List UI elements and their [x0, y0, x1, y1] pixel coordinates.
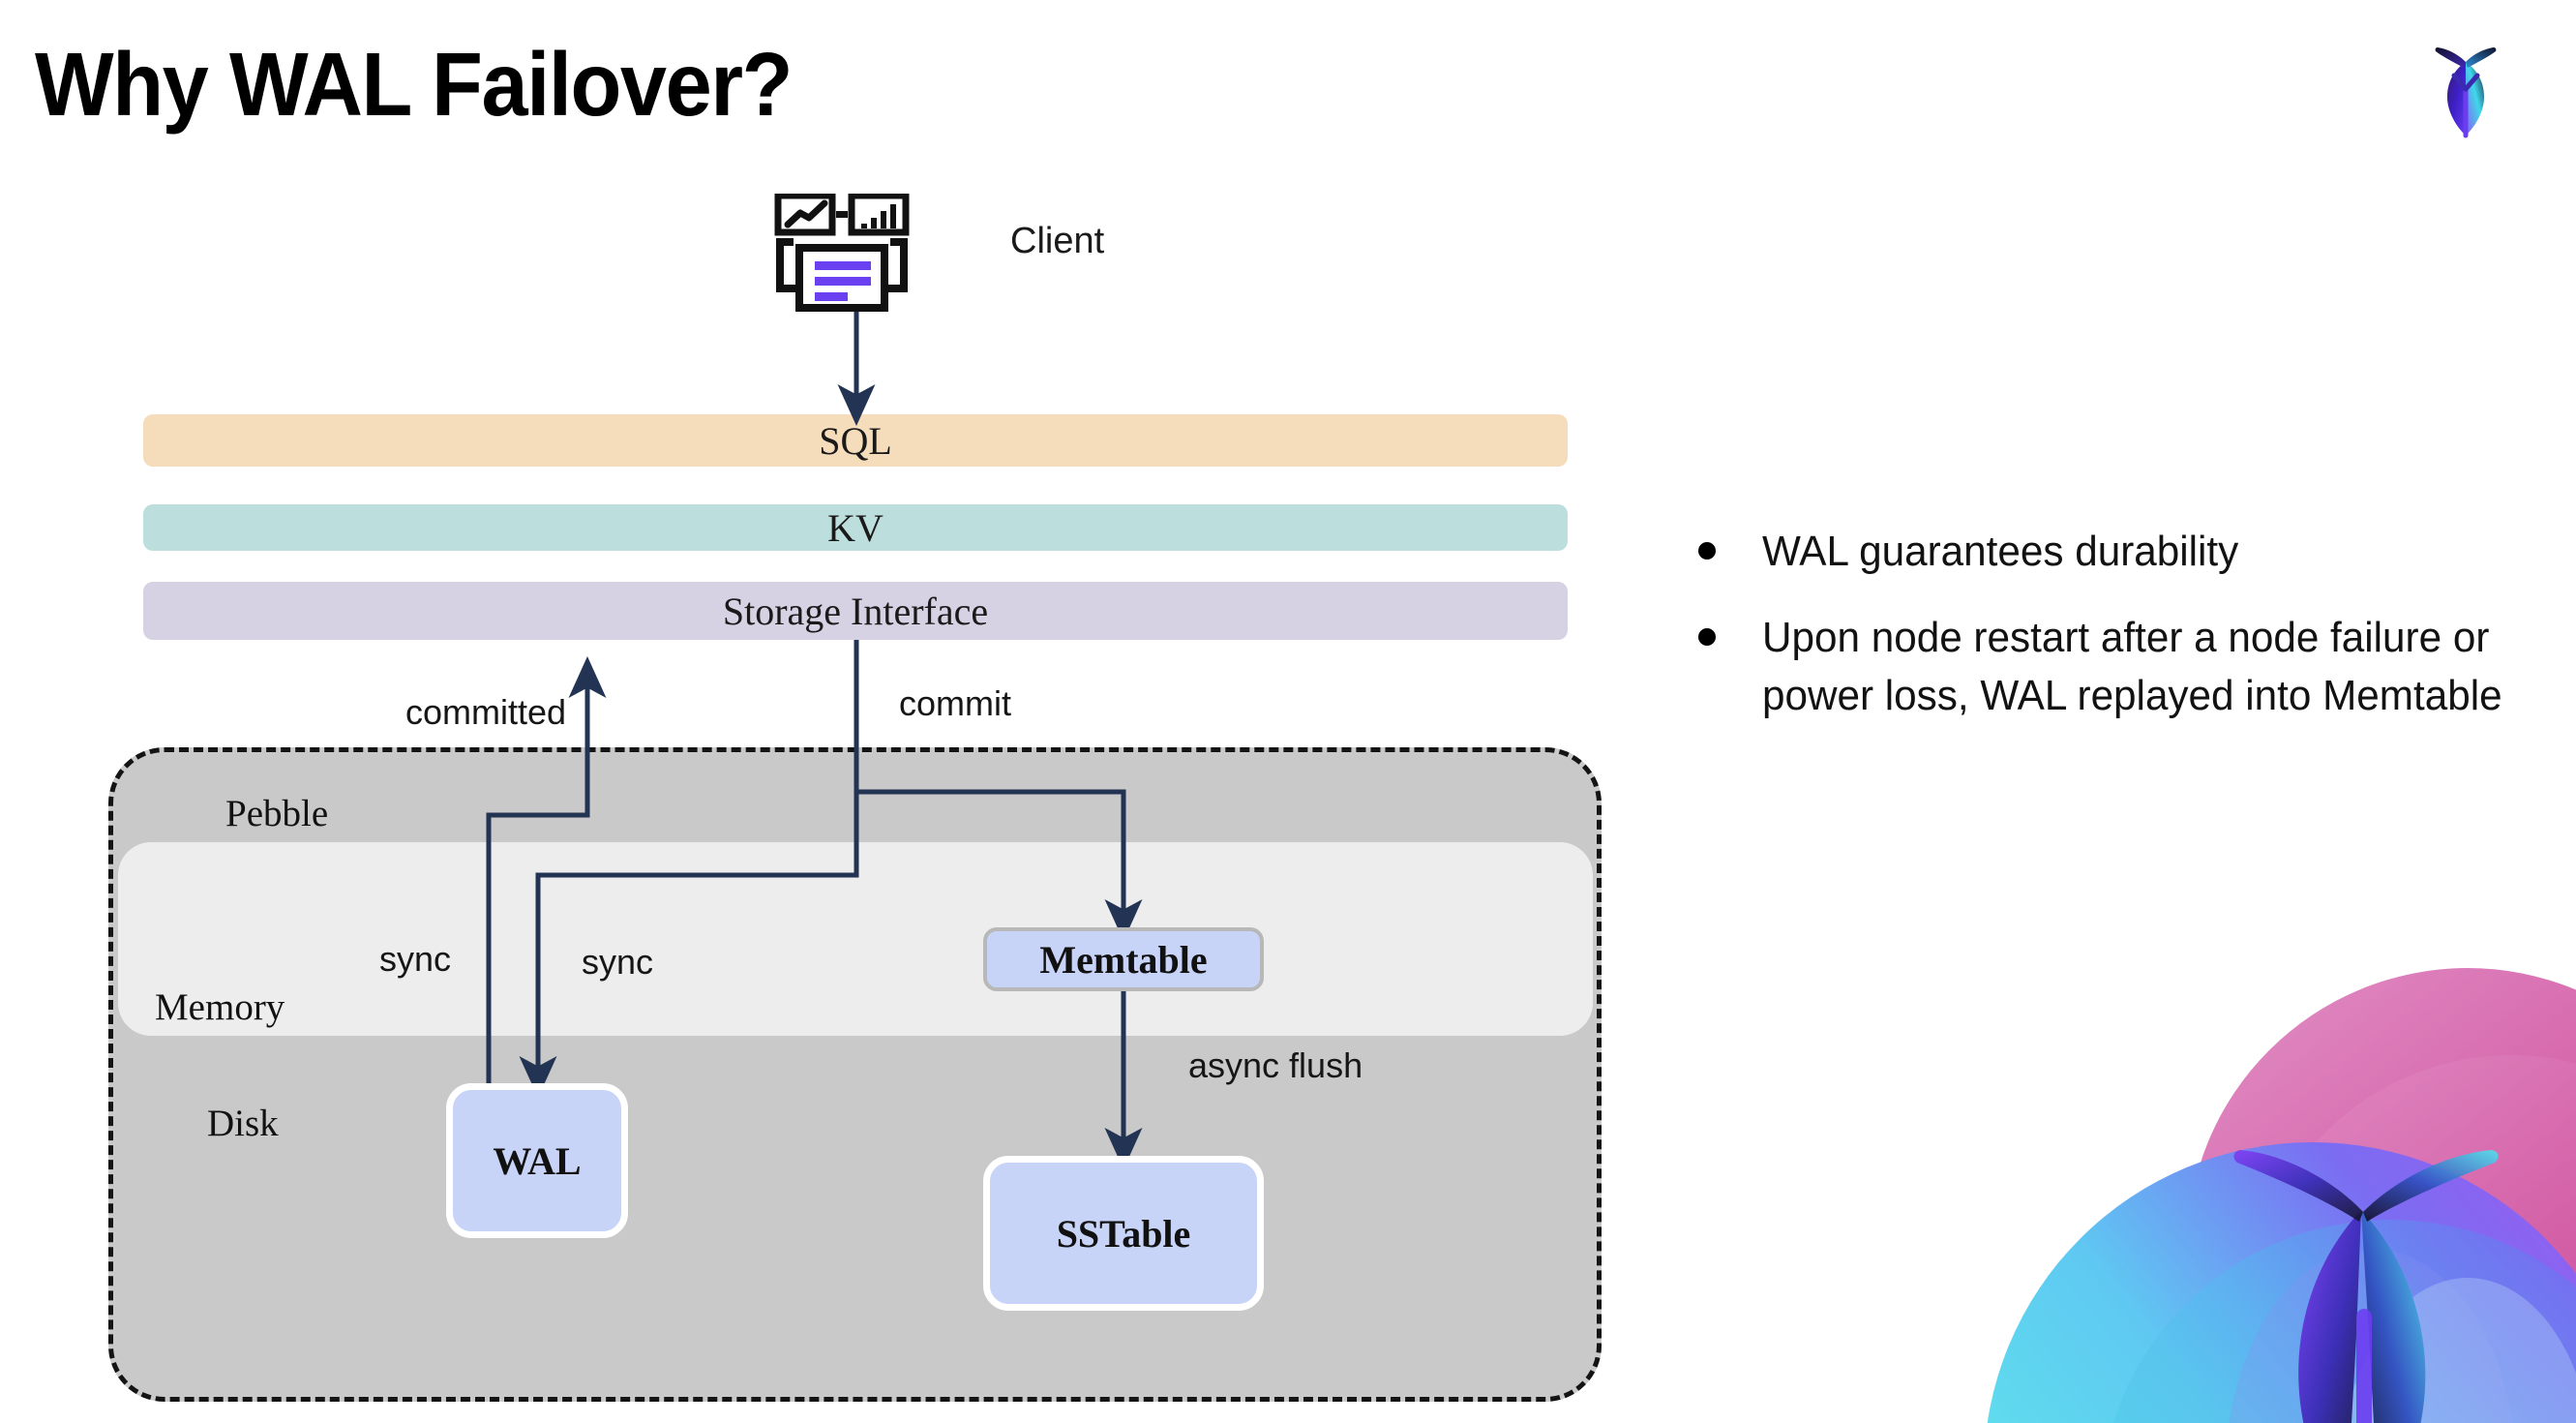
node-label-memtable: Memtable — [1039, 937, 1208, 982]
list-item: WAL guarantees durability — [1698, 523, 2550, 582]
node-label-sstable: SSTable — [1056, 1211, 1191, 1256]
bullet-text: Upon node restart after a node failure o… — [1762, 613, 2502, 720]
edge-label-async-flush: async flush — [1188, 1045, 1363, 1085]
edge-label-commit: commit — [899, 683, 1011, 723]
node-wal: WAL — [446, 1083, 628, 1238]
client-label: Client — [1010, 221, 1105, 261]
layer-bar-kv: KV — [143, 504, 1568, 551]
page-title: Why WAL Failover? — [35, 34, 793, 135]
node-memtable: Memtable — [983, 927, 1264, 991]
decorative-circles — [1964, 929, 2576, 1423]
bullet-dot-icon — [1698, 542, 1716, 560]
disk-label: Disk — [207, 1103, 279, 1144]
list-item: Upon node restart after a node failure o… — [1698, 609, 2550, 726]
layer-label-sql: SQL — [819, 418, 892, 463]
edge-label-committed: committed — [405, 692, 567, 732]
edge-label-sync-right: sync — [582, 942, 654, 982]
layer-label-kv: KV — [827, 505, 884, 550]
bullet-list: WAL guarantees durability Upon node rest… — [1698, 523, 2550, 753]
memory-region — [118, 842, 1593, 1036]
bullet-text: WAL guarantees durability — [1762, 528, 2239, 575]
cockroachdb-logo-icon — [2411, 31, 2520, 139]
client-dashboard-icon — [774, 192, 929, 319]
pebble-label: Pebble — [225, 793, 329, 834]
bullet-dot-icon — [1698, 627, 1716, 646]
layer-label-storage-interface: Storage Interface — [722, 589, 989, 633]
layer-bar-sql: SQL — [143, 414, 1568, 467]
layer-bar-storage-interface: Storage Interface — [143, 582, 1568, 640]
node-sstable: SSTable — [983, 1156, 1264, 1311]
edge-label-sync-left: sync — [379, 939, 452, 979]
memory-label: Memory — [155, 986, 285, 1028]
node-label-wal: WAL — [493, 1138, 582, 1183]
